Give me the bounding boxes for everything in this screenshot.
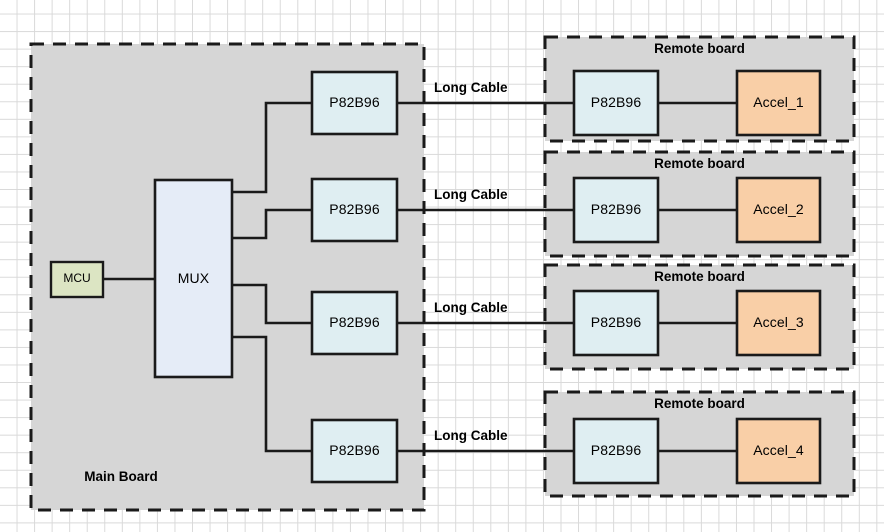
- accel-block-4[interactable]: [735, 417, 822, 485]
- accel-block-2[interactable]: [735, 176, 822, 244]
- wire-mux-to-bridge-3: [232, 283, 312, 325]
- remote-bridge-block-2[interactable]: [572, 176, 660, 244]
- remote-bridge-block-3[interactable]: [572, 289, 660, 357]
- main-bridge-block-4[interactable]: [310, 418, 399, 484]
- remote-bridge-block-1[interactable]: [572, 69, 660, 137]
- accel-block-3[interactable]: [735, 289, 822, 357]
- mcu-block[interactable]: [49, 260, 105, 299]
- main-bridge-block-1[interactable]: [310, 70, 399, 136]
- main-bridge-block-2[interactable]: [310, 177, 399, 243]
- main-bridge-block-3[interactable]: [310, 290, 399, 356]
- wire-mux-to-bridge-4: [232, 335, 312, 453]
- accel-block-1[interactable]: [735, 69, 822, 137]
- wire-mux-to-bridge-2: [232, 208, 312, 240]
- wire-mux-to-bridge-1: [232, 101, 312, 194]
- mux-block[interactable]: [153, 178, 234, 379]
- remote-bridge-block-4[interactable]: [572, 417, 660, 485]
